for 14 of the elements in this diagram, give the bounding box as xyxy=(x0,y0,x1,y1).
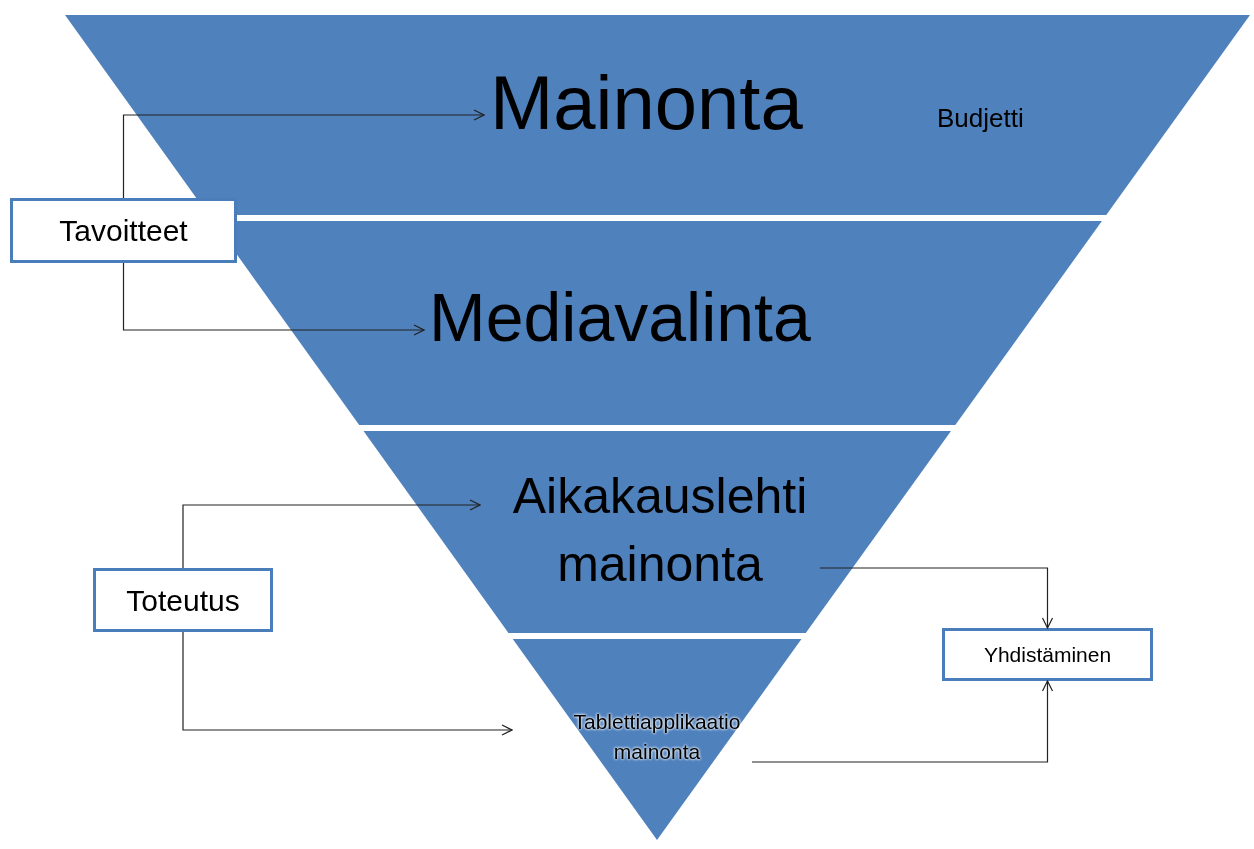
band-label: Mediavalinta xyxy=(429,283,811,351)
band-label: Aikakauslehti mainonta xyxy=(511,467,809,594)
band-label: Tablettiapplikaatio mainonta xyxy=(572,709,742,766)
label-box: Yhdistäminen xyxy=(942,628,1153,681)
arrow xyxy=(182,631,513,736)
band-label: Budjetti xyxy=(937,105,1024,131)
band-label: Mainonta xyxy=(490,65,803,141)
arrow xyxy=(751,680,1054,763)
arrow xyxy=(182,499,481,569)
label-box: Tavoitteet xyxy=(10,198,237,263)
arrow xyxy=(819,567,1054,629)
arrow xyxy=(122,109,485,199)
arrow xyxy=(122,262,425,336)
label-box: Toteutus xyxy=(93,568,273,632)
